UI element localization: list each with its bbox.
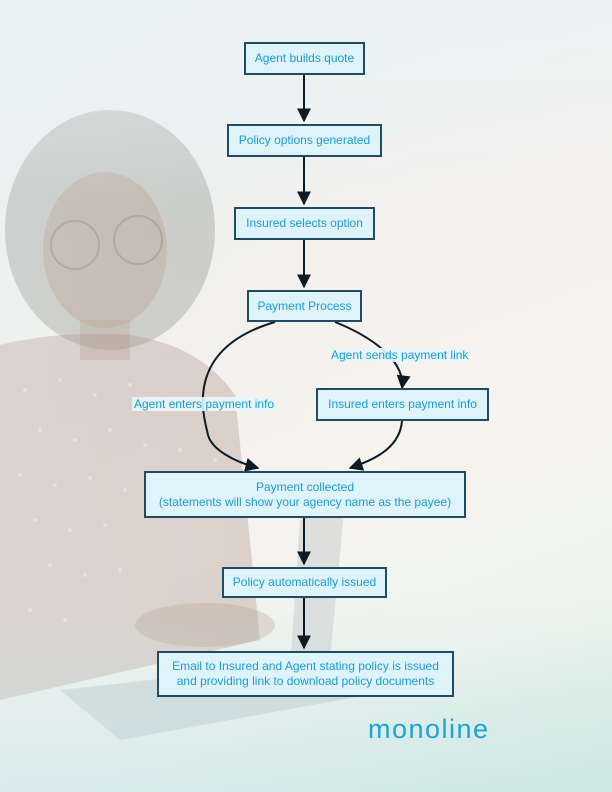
- arrow-process-to-collected: [201, 321, 276, 472]
- node-label: Policy automatically issued: [232, 575, 377, 589]
- edge-label-agent-sends-payment-link: Agent sends payment link: [329, 348, 471, 362]
- monoline-logo: monoline: [368, 714, 490, 744]
- node-label: Payment Process: [257, 298, 352, 313]
- node-insured-selects-option: Insured selects option: [234, 207, 375, 240]
- edge-label-agent-enters-payment-info: Agent enters payment info: [132, 397, 277, 411]
- node-label: Insured enters payment info: [328, 397, 477, 411]
- node-insured-enters-payment-info: Insured enters payment info: [316, 388, 489, 421]
- node-label: Insured selects option: [246, 216, 363, 230]
- node-payment-process: Payment Process: [247, 290, 362, 322]
- node-label-line1: Email to Insured and Agent stating polic…: [172, 659, 439, 673]
- node-label: Agent builds quote: [254, 51, 355, 65]
- node-policy-options-generated: Policy options generated: [227, 124, 382, 157]
- node-email-notification: Email to Insured and Agent stating polic…: [157, 651, 454, 697]
- arrow-insured-enters-to-collected: [348, 420, 403, 471]
- node-label: Policy options generated: [238, 133, 371, 147]
- node-agent-builds-quote: Agent builds quote: [244, 42, 365, 75]
- node-label-line1: Payment collected: [255, 479, 355, 494]
- node-label-line2: and providing link to download policy do…: [176, 674, 435, 688]
- node-policy-automatically-issued: Policy automatically issued: [222, 567, 387, 598]
- node-label-line2: (statements will show your agency name a…: [158, 494, 452, 509]
- node-payment-collected: Payment collected (statements will show …: [144, 471, 466, 518]
